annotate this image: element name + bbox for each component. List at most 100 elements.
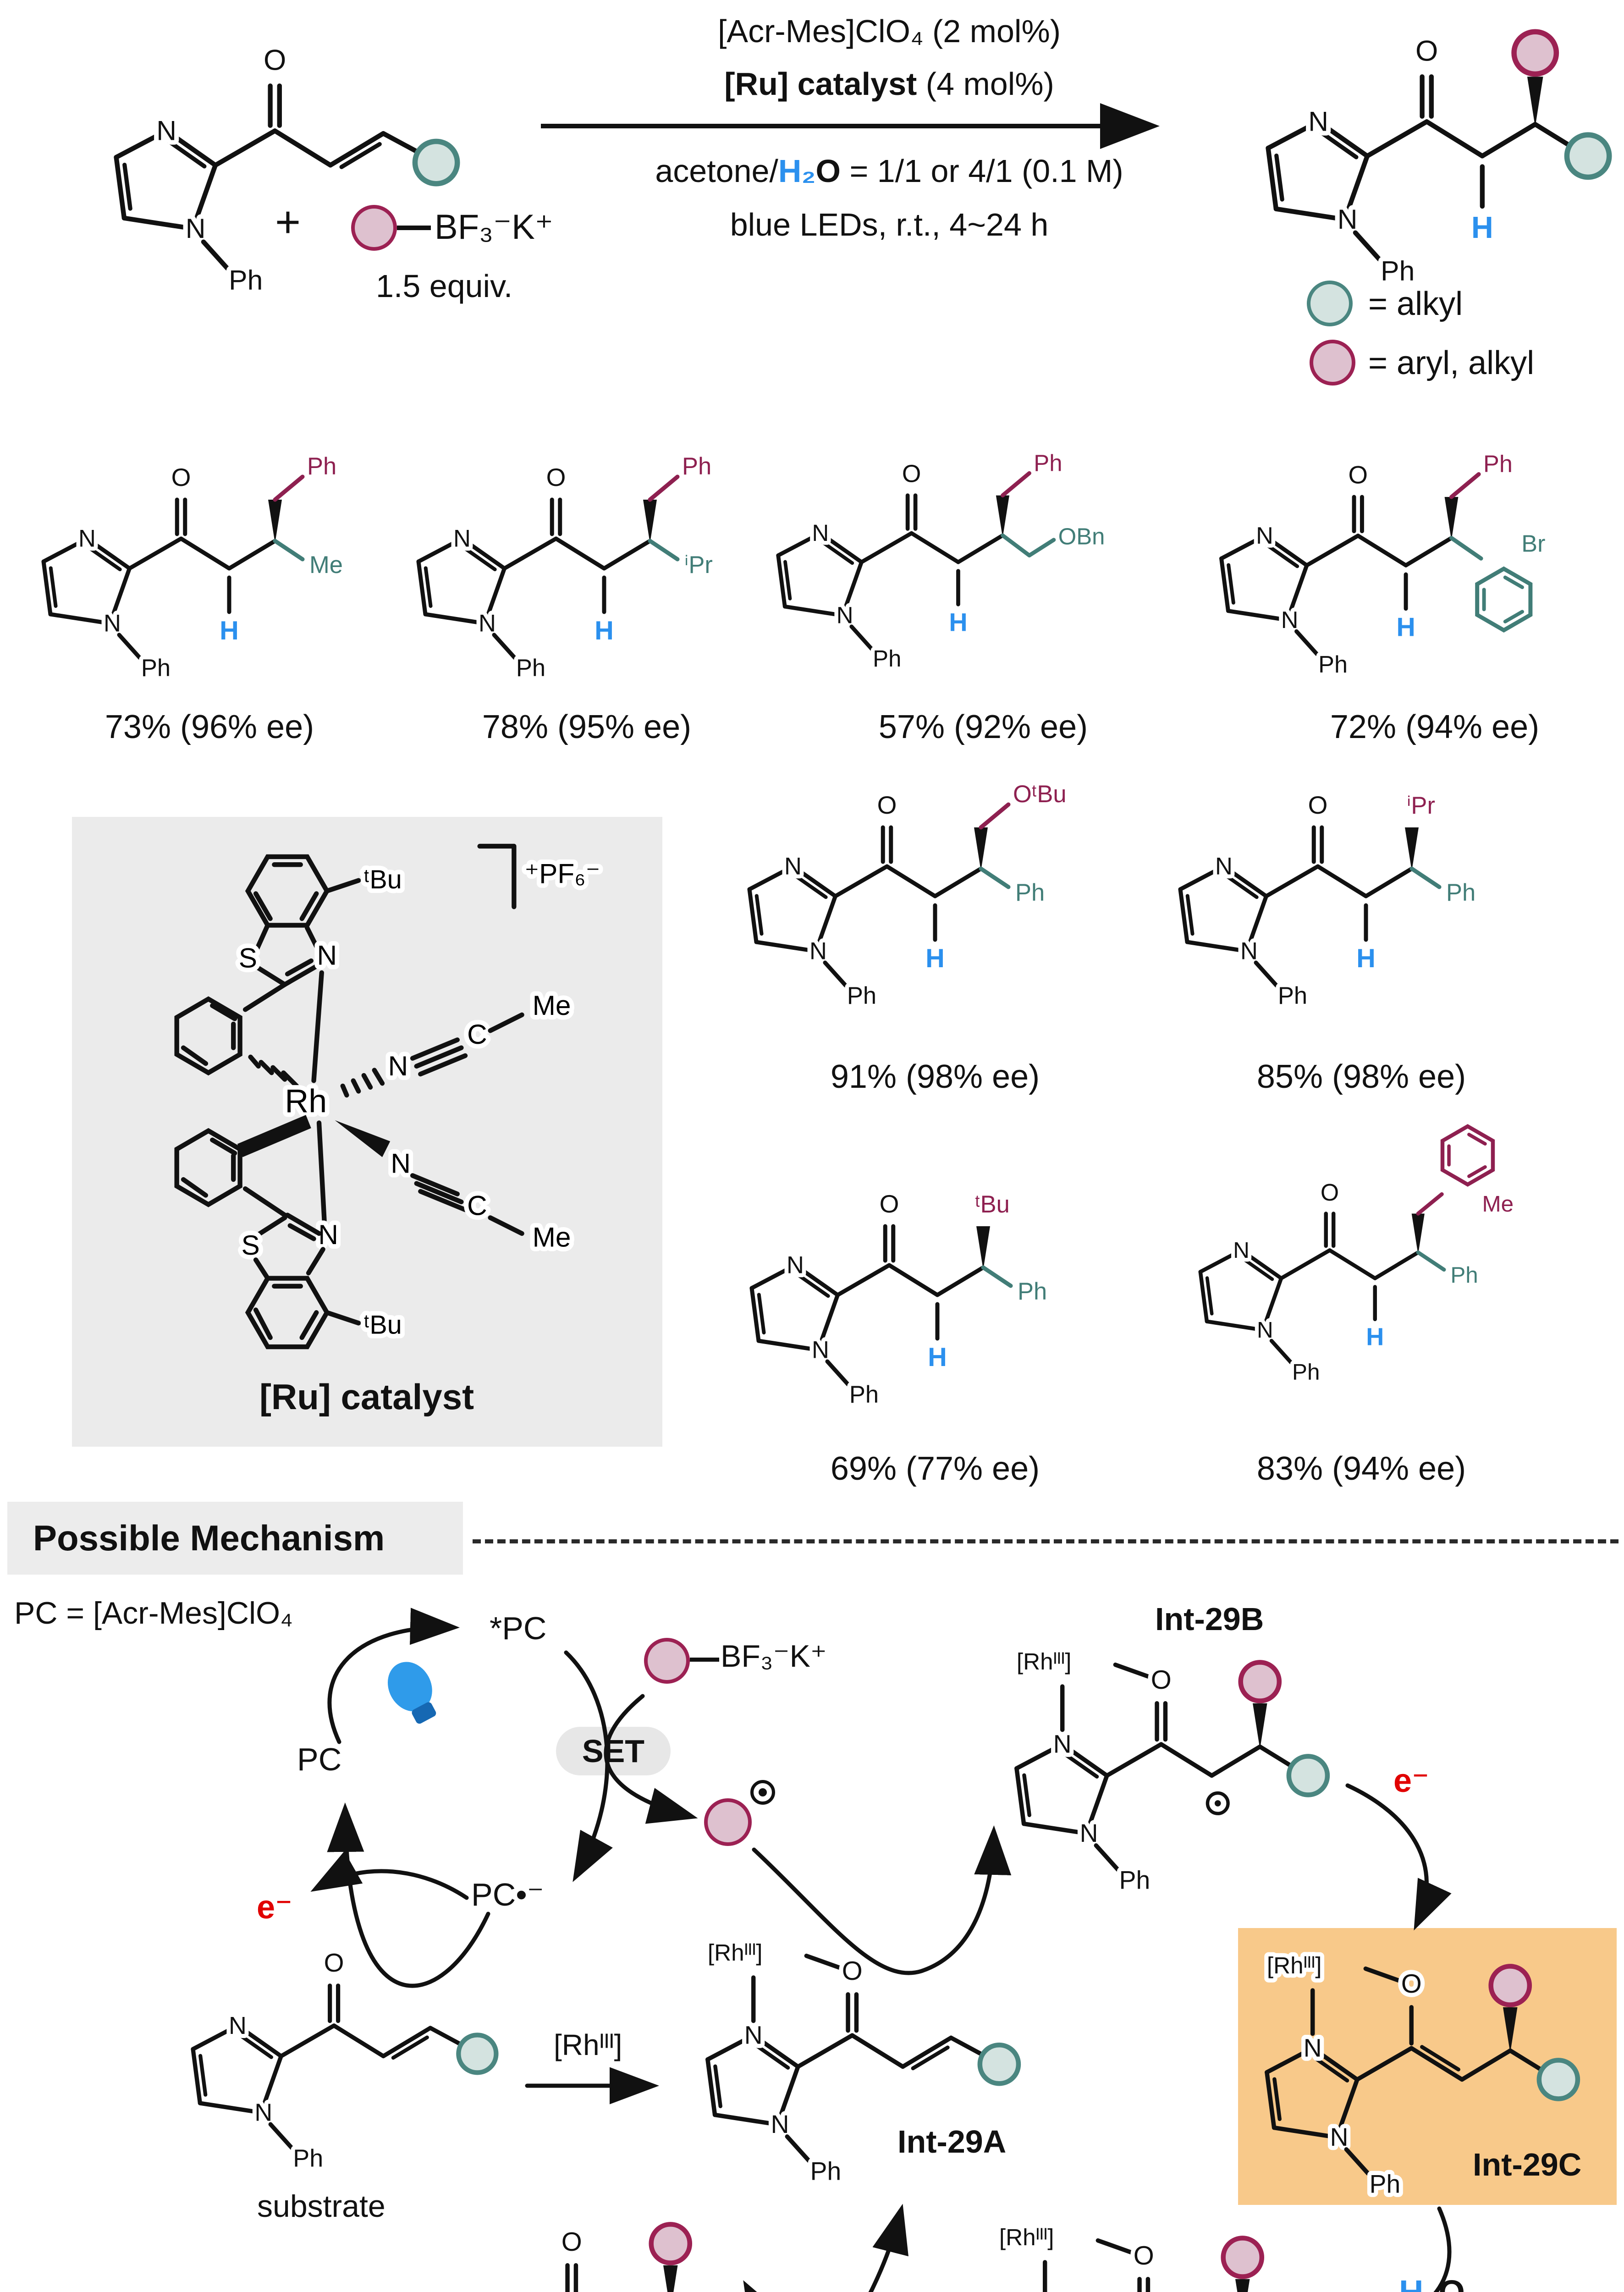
conditions-line2-rest: (4 mol%) bbox=[917, 66, 1054, 102]
yield-8: 83% (94% ee) bbox=[1256, 1450, 1466, 1487]
rh-fragment-label: [Rhᴵᴵᴵ] bbox=[999, 2224, 1054, 2250]
ring-n1-label: N bbox=[1330, 2123, 1349, 2151]
nitrogen-label: N bbox=[317, 940, 337, 971]
ring-n3-label: N bbox=[1256, 523, 1273, 549]
conditions-line3: acetone/H₂O = 1/1 or 4/1 (0.1 M) bbox=[568, 153, 1210, 189]
alpha-h-label: H bbox=[928, 1343, 947, 1372]
light-bulb-icon bbox=[387, 1662, 436, 1724]
top-substituent-label: ᵗBu bbox=[975, 1191, 1010, 1218]
teal-group-circle bbox=[1286, 1754, 1330, 1797]
mecn2-c-label: C bbox=[467, 1190, 487, 1221]
n-phenyl-label: Ph bbox=[1370, 2170, 1401, 2198]
rh-arrow-label: [Rhᴵᴵᴵ] bbox=[554, 2028, 622, 2061]
alpha-h-label: H bbox=[1356, 944, 1376, 973]
carbonyl-o-label: O bbox=[1415, 35, 1438, 67]
conditions-line3-pre: acetone/ bbox=[655, 153, 778, 189]
top-substituent-label: OᵗBu bbox=[1013, 781, 1067, 808]
plus-sign: + bbox=[275, 198, 301, 247]
catalyst-counterion: ⁺PF₆⁻ bbox=[524, 858, 600, 889]
ring-n1-label: N bbox=[1080, 1819, 1098, 1847]
conditions-line3-rest: = 1/1 or 4/1 (0.1 M) bbox=[841, 153, 1123, 189]
carbonyl-o-label: O bbox=[842, 1956, 863, 1986]
rh-fragment-label: [Rhᴵᴵᴵ] bbox=[1267, 1952, 1322, 1978]
set-label: SET bbox=[582, 1733, 645, 1769]
ring-n3-label: N bbox=[1233, 1238, 1250, 1263]
conditions-line1: [Acr-Mes]ClO₄ (2 mol%) bbox=[717, 13, 1061, 49]
mecn-me-label: Me bbox=[533, 990, 571, 1021]
top-substituent-label: Ph bbox=[307, 453, 336, 480]
mechanism-header: Possible Mechanism bbox=[33, 1518, 385, 1558]
n-phenyl-label: Ph bbox=[1318, 651, 1348, 678]
carbonyl-o-label: O bbox=[1308, 791, 1328, 819]
maroon-group-circle bbox=[1221, 2236, 1265, 2279]
mechanism-arrows bbox=[310, 1608, 1452, 2292]
divider-dashed-line bbox=[473, 1539, 1618, 1543]
teal-group-circle bbox=[412, 138, 460, 187]
teal-group-circle bbox=[456, 2033, 499, 2075]
set-badge: SET bbox=[556, 1727, 671, 1775]
carbonyl-o-label: O bbox=[1151, 1665, 1172, 1695]
boronate-label: BF₃⁻K⁺ bbox=[435, 208, 553, 247]
yield-7: 69% (77% ee) bbox=[830, 1450, 1040, 1487]
rhodium-center: Rh bbox=[285, 1083, 327, 1119]
right-substituent-label: Ph bbox=[1015, 879, 1045, 906]
mecn2-n-label: N bbox=[391, 1148, 411, 1179]
arrow-electron-release bbox=[310, 1851, 469, 1900]
h2o-h2: H₂ bbox=[1399, 2273, 1438, 2292]
alpha-h-label: H bbox=[1366, 1323, 1384, 1350]
tbu-label: ᵗBu bbox=[364, 865, 402, 894]
conditions-line3-h2: H₂ bbox=[778, 153, 816, 189]
ring-substituent-label: Br bbox=[1521, 530, 1545, 557]
pc-radical-anion-label: PC•⁻ bbox=[471, 1877, 544, 1912]
pc-excited-label: *PC bbox=[490, 1610, 547, 1646]
n-phenyl-label: Ph bbox=[293, 2144, 323, 2172]
right-substituent-label: Ph bbox=[1446, 879, 1475, 906]
ring-n1-label: N bbox=[1257, 1317, 1273, 1343]
catalyst-structure: ⁺PF₆⁻ S N ᵗBu Rh N C Me N C Me bbox=[174, 843, 605, 1350]
n-phenyl-label: Ph bbox=[516, 655, 545, 682]
legend-alkyl-label: = alkyl bbox=[1368, 286, 1463, 322]
carbonyl-o-label: O bbox=[902, 461, 921, 488]
n-phenyl-label: Ph bbox=[847, 982, 876, 1009]
carbonyl-o-label: O bbox=[877, 791, 897, 819]
yield-6: 85% (98% ee) bbox=[1256, 1058, 1466, 1095]
substrate-label-1: substrate bbox=[257, 2189, 385, 2224]
n-phenyl-label: Ph bbox=[1278, 982, 1307, 1009]
conditions-line4: blue LEDs, r.t., 4~24 h bbox=[730, 207, 1049, 242]
teal-group-circle bbox=[1564, 132, 1612, 180]
n-phenyl-label: Ph bbox=[1119, 1866, 1151, 1895]
ring-n1-label: N bbox=[812, 1337, 829, 1364]
alpha-h-label: H bbox=[1396, 612, 1415, 642]
carbonyl-o-label: O bbox=[1401, 1969, 1422, 1999]
mecn-c-label: C bbox=[467, 1019, 487, 1050]
teal-group-circle bbox=[1536, 2058, 1580, 2101]
ring-n1-label: N bbox=[104, 610, 121, 637]
n-phenyl-label: Ph bbox=[141, 655, 171, 682]
ring-n1-label: N bbox=[479, 610, 496, 637]
int-29a-label: Int-29A bbox=[897, 2124, 1007, 2160]
legend-alkyl-circle bbox=[1307, 281, 1353, 326]
n-phenyl-label: Ph bbox=[849, 1381, 879, 1408]
teal-group-circle bbox=[977, 2042, 1021, 2086]
ring-n3-label: N bbox=[1215, 853, 1233, 880]
arrow-excited-to-radical-anion bbox=[564, 1650, 613, 1882]
alpha-h-label: H bbox=[220, 616, 239, 645]
reaction-arrow bbox=[541, 103, 1160, 149]
mecn-n-label: N bbox=[388, 1050, 408, 1081]
mech-boronate-label: BF₃⁻K⁺ bbox=[721, 1639, 827, 1674]
catalyst-box bbox=[72, 817, 662, 1447]
mech-boronate-circle bbox=[644, 1638, 690, 1684]
conditions-line2: [Ru] catalyst (4 mol%) bbox=[568, 66, 1210, 102]
electron-label-left: e⁻ bbox=[257, 1889, 293, 1926]
carbonyl-o-label: O bbox=[1321, 1179, 1339, 1206]
carbonyl-o-label: O bbox=[1134, 2241, 1154, 2270]
